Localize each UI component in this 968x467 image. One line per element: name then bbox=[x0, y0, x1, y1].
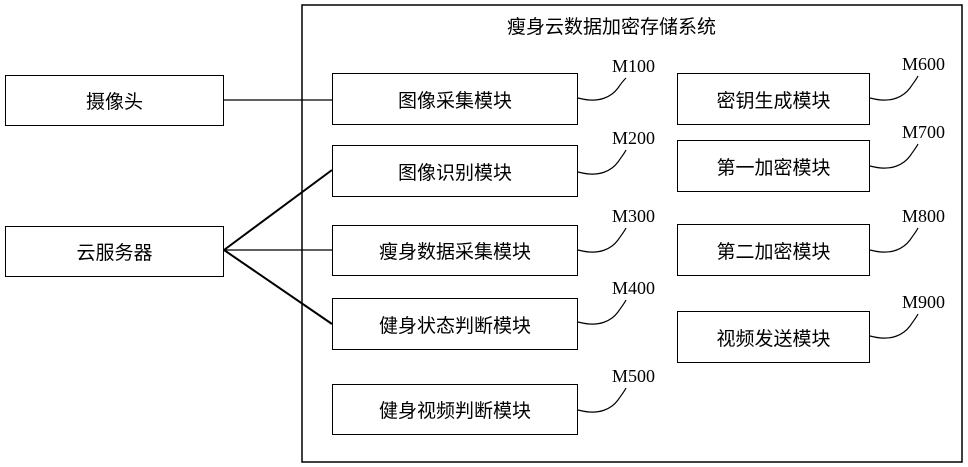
code-m900-label: M900 bbox=[902, 292, 945, 313]
leader-m100 bbox=[578, 78, 626, 100]
module-m600-box: 密钥生成模块 bbox=[677, 73, 870, 125]
module-m900-box: 视频发送模块 bbox=[677, 311, 870, 363]
leader-m900 bbox=[870, 314, 918, 338]
leader-m800 bbox=[870, 228, 918, 252]
system-title: 瘦身云数据加密存储系统 bbox=[507, 12, 716, 39]
module-m500-box: 健身视频判断模块 bbox=[332, 384, 578, 435]
code-m500-label: M500 bbox=[612, 366, 655, 387]
module-m200-box: 图像识别模块 bbox=[332, 145, 578, 197]
code-m300-label: M300 bbox=[612, 206, 655, 227]
line-server-to-m400 bbox=[224, 250, 332, 324]
leader-m600 bbox=[870, 76, 918, 100]
code-m100-label: M100 bbox=[612, 56, 655, 77]
code-m400-label: M400 bbox=[612, 278, 655, 299]
code-m200-label: M200 bbox=[612, 128, 655, 149]
module-m100-box: 图像采集模块 bbox=[332, 73, 578, 125]
leader-m300 bbox=[578, 228, 626, 252]
leader-m200 bbox=[578, 150, 626, 174]
code-m700-label: M700 bbox=[902, 122, 945, 143]
module-m800-box: 第二加密模块 bbox=[677, 224, 870, 276]
code-m600-label: M600 bbox=[902, 54, 945, 75]
module-m400-box: 健身状态判断模块 bbox=[332, 298, 578, 350]
leader-m700 bbox=[870, 144, 918, 168]
camera-box: 摄像头 bbox=[5, 75, 224, 126]
cloud-server-box: 云服务器 bbox=[5, 226, 224, 277]
module-m300-box: 瘦身数据采集模块 bbox=[332, 225, 578, 276]
leader-m400 bbox=[578, 300, 626, 324]
line-server-to-m200 bbox=[224, 170, 332, 250]
module-m700-box: 第一加密模块 bbox=[677, 140, 870, 192]
code-m800-label: M800 bbox=[902, 206, 945, 227]
leader-m500 bbox=[578, 388, 626, 412]
